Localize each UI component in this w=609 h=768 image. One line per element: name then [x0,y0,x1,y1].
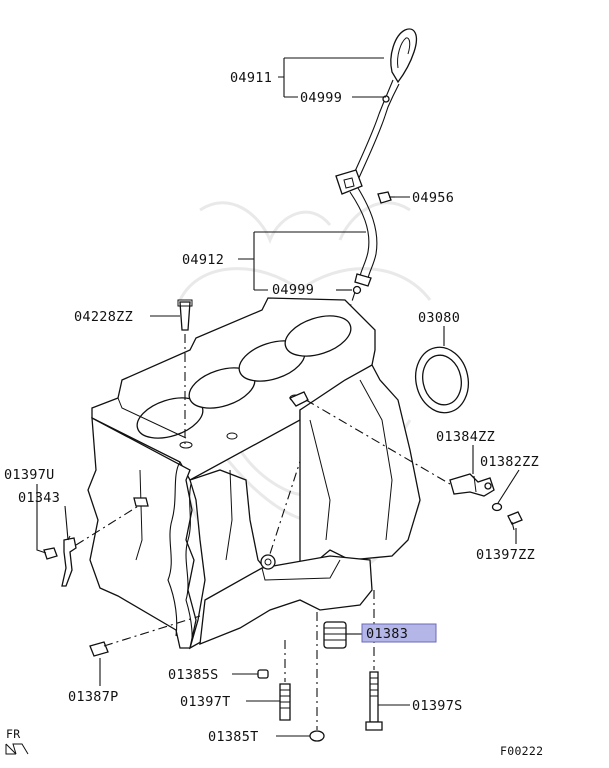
front-arrow-icon [5,743,29,755]
label-01385t[interactable]: 01385T [208,729,259,745]
label-04912[interactable]: 04912 [182,252,224,268]
label-04999-upper[interactable]: 04999 [300,90,342,106]
leader-lines [36,57,520,737]
bolt-01397u[interactable] [43,547,58,560]
bolt-01397zz[interactable] [507,511,523,531]
label-01397t[interactable]: 01397T [180,694,231,710]
bolt-01397s[interactable] [365,671,383,731]
cylinder-block[interactable] [87,297,421,650]
front-direction-label: FR [6,727,20,741]
dowel-01387p-guide-line [103,615,201,647]
dowel-01387p[interactable] [89,641,109,657]
oil-level-gauge-guide[interactable] [335,169,378,295]
bracket-01343-guide-line [75,504,141,546]
dowel-04228zz[interactable] [177,299,193,445]
bracket-guide-line [305,399,451,485]
label-01383[interactable]: 01383 [366,626,408,642]
label-01387p[interactable]: 01387P [68,689,119,705]
pin-01343-mount[interactable] [133,497,149,507]
label-04911[interactable]: 04911 [230,70,272,86]
label-04956[interactable]: 04956 [412,190,454,206]
label-01382zz[interactable]: 01382ZZ [480,454,539,470]
bolt-01397t[interactable] [279,683,291,721]
oil-level-gauge[interactable] [351,28,418,181]
plug-01385t[interactable] [309,730,325,742]
plug-01383[interactable] [323,621,347,649]
label-04999-lower[interactable]: 04999 [272,282,314,298]
label-01397zz[interactable]: 01397ZZ [476,547,535,563]
label-03080[interactable]: 03080 [418,310,460,326]
label-01385s[interactable]: 01385S [168,667,219,683]
label-01397s[interactable]: 01397S [412,698,463,714]
oil-seal-03080[interactable] [410,342,475,417]
bolt-04956[interactable] [377,191,395,204]
figure-code: F00222 [500,744,543,758]
label-01397u[interactable]: 01397U [4,467,55,483]
washer-01382zz[interactable] [491,502,503,512]
highlight-01383[interactable] [361,623,437,643]
label-04228zz[interactable]: 04228ZZ [74,309,133,325]
bracket-01384zz[interactable] [449,473,495,497]
label-01343[interactable]: 01343 [18,490,60,506]
plug-01385s[interactable] [257,669,269,679]
label-01384zz[interactable]: 01384ZZ [436,429,495,445]
front-direction-marker: FR [5,727,29,755]
bracket-01343[interactable] [61,535,77,587]
